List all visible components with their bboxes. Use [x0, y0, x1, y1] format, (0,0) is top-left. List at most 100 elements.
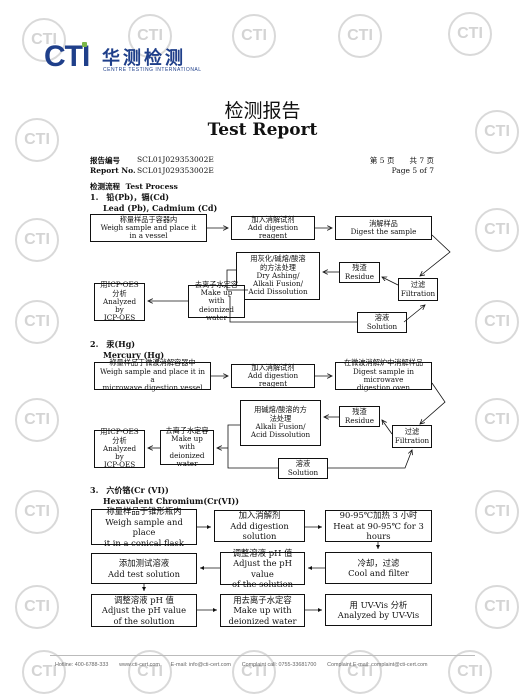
s2-weigh-box-line: 称量样品于微波消解容器中	[109, 358, 196, 368]
s2-digest-box-line: Digest sample in microwave	[353, 366, 414, 384]
s1-digest-box-line: 消解样品	[369, 218, 398, 228]
s2-icp-box-line: Analyzed by	[102, 443, 137, 462]
s3-uvvis-box-line: 用 UV-Vis 分析	[349, 599, 408, 610]
s3-weigh-box-line: it in a conical flask	[104, 537, 184, 548]
watermark-seal: CTI	[338, 650, 382, 694]
watermark-seal: CTI	[15, 490, 59, 534]
process-label-cn: 检测流程	[90, 182, 120, 191]
s3-weigh-box-line: Weigh sample and place	[105, 516, 183, 538]
watermark-seal: CTI	[338, 14, 382, 58]
s2-alkali-box-line: Acid Dissolution	[250, 430, 311, 440]
s2-alkali-box-line: 用碱熔/酸溶的方	[254, 405, 307, 415]
s3-adjust1-box-line: of the solution	[231, 579, 294, 589]
s2-add-reagent-box-line: 加入消解试剂	[251, 362, 295, 372]
s3-adjust2-box-line: of the solution	[113, 615, 175, 626]
s2-weigh-box-line: microwave digestion vessel	[102, 383, 203, 393]
watermark-seal: CTI	[15, 585, 59, 629]
s3-water-box-line: 用去离子水定容	[233, 594, 292, 605]
s2-alkali-box-line: 法处理	[269, 413, 292, 423]
s3-weigh-box-line: 称量样品于锥形瓶内	[106, 506, 182, 516]
watermark-seal: CTI	[15, 398, 59, 442]
watermark-seal: CTI	[475, 398, 519, 442]
s3-adjust1-box-line: 调整溶液 pH 值	[232, 547, 293, 558]
s1-water-box-line: Make up with	[200, 288, 233, 306]
report-number-1: SCL01J029353002E	[137, 155, 214, 164]
s3-adjust2-box-line: Adjust the pH value	[101, 605, 187, 616]
s2-solution-box-line: Solution	[287, 467, 319, 477]
process-label: 检测流程 Test Process	[90, 181, 178, 192]
s1-alkali-box-line: 用灰化/碱熔/酸溶	[250, 254, 306, 264]
process-label-en: Test Process	[125, 182, 178, 191]
watermark-seal: CTI	[232, 14, 276, 58]
s2-icp-box-line: 分析	[112, 435, 127, 445]
logo-dot	[82, 42, 87, 47]
s1-icp-box-line: ICP-OES	[103, 313, 136, 323]
footer-rule	[50, 655, 475, 656]
page-number-en: Page 5 of 7	[391, 166, 434, 175]
s3-add-test-box-line: 添加测试溶液	[118, 558, 170, 568]
s3-add-test-box-line: Add test solution	[108, 568, 180, 579]
s2-filtration-box-line: Filtration	[394, 435, 430, 445]
s3-cool-box-line: 冷却，过滤	[357, 557, 400, 568]
watermark-seal: CTI	[475, 300, 519, 344]
s3-uvvis-box-line: Analyzed by UV-Vis	[337, 610, 420, 620]
s1-alkali-box-line: Acid Dissolution	[248, 287, 308, 297]
watermark-seal: CTI	[15, 118, 59, 162]
s1-add-reagent-box-line: 加入消解试剂	[251, 214, 295, 224]
s1-digest-box-line: Digest the sample	[350, 227, 417, 236]
company-name-cn: 华测检测	[102, 48, 186, 69]
section1-heading-cn: 1. 铅(Pb)，镉(Cd)	[90, 192, 170, 202]
s1-weigh-box-line: Weigh sample and place it	[100, 222, 197, 232]
s1-water-box-line: 去离子水定容	[194, 279, 239, 289]
section3-heading-en: Hexavalent Chromium(Cr(VI))	[103, 496, 240, 506]
s2-filtration-box-line: 过滤	[404, 427, 420, 437]
s2-icp-box-line: ICP-OES	[103, 460, 136, 470]
section2-heading-cn: 2. 汞(Hg)	[90, 339, 136, 349]
title-cn: 检测报告	[224, 100, 301, 122]
report-number-2: SCL01J029353002E	[137, 166, 214, 175]
s2-water-box-line: 去离子水定容	[165, 425, 209, 435]
watermark-seal: CTI	[448, 12, 492, 56]
watermark-seal: CTI	[232, 650, 276, 694]
s1-add-reagent-box-line: Add digestion reagent	[247, 222, 299, 241]
watermark-seal: CTI	[475, 208, 519, 252]
s1-alkali-box-line: Alkali Fusion/	[253, 279, 303, 289]
s1-solution-box-line: Solution	[366, 321, 398, 331]
s3-heat-box-line: 90-95℃加热 3 小时	[339, 510, 418, 521]
s2-digest-box-line: 在微波消解炉中消解样品	[343, 358, 424, 368]
watermark-seal: CTI	[448, 650, 492, 694]
s1-filtration-box-line: Filtration	[400, 288, 436, 298]
s3-heat-box-line: Heat at 90-95℃ for 3 hours	[333, 520, 424, 542]
s2-add-reagent-box-line: Add digestion reagent	[247, 370, 299, 389]
company-name-en: CENTRE TESTING INTERNATIONAL	[103, 67, 202, 73]
s2-weigh-box-line: Weigh sample and place it in a	[99, 366, 206, 384]
s2-digest-box-line: digestion oven	[356, 383, 411, 393]
footer-contacts: Hotline: 400-6788-333 www.cti-cert.com E…	[55, 662, 428, 668]
page-number-cn: 第 5 页 共 7 页	[369, 156, 434, 165]
s2-residue-box-line: 残渣	[352, 407, 367, 417]
s1-residue-box-line: 残渣	[352, 263, 367, 273]
section2-heading-en: Mercury (Hg)	[103, 350, 165, 360]
s2-water-box-line: deionized water	[169, 450, 205, 468]
